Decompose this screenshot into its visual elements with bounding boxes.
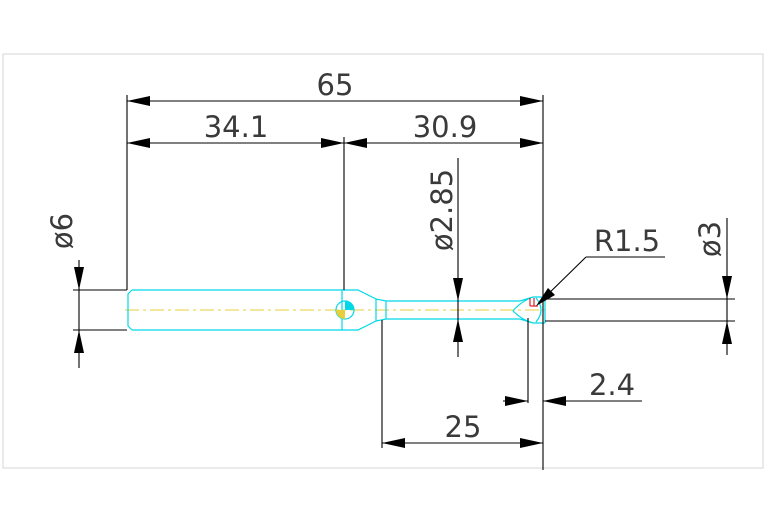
- shank-diameter-text: ø6: [45, 213, 79, 249]
- shank-outline: [127, 289, 343, 331]
- dimension-reach-length: 25: [382, 410, 543, 448]
- neck-diameter-text: ø2.85: [425, 169, 459, 251]
- extension-lines: [73, 95, 735, 470]
- neck-outline: [375, 298, 520, 322]
- overall-length-text: 65: [317, 68, 354, 102]
- neck-length-text: 30.9: [413, 110, 478, 144]
- dimension-overall-length: 65: [127, 68, 543, 106]
- tip-radius-text: R1.5: [594, 224, 660, 258]
- shank-length-text: 34.1: [204, 110, 269, 144]
- center-mark-fill-cyan: [345, 301, 354, 310]
- dimension-neck-diameter: ø2.85: [425, 158, 463, 357]
- dimension-tip-radius: R1.5: [536, 224, 665, 306]
- tip-diameter-text: ø3: [693, 221, 727, 257]
- tip-length-text: 2.4: [589, 368, 635, 402]
- reach-length-text: 25: [445, 410, 482, 444]
- end-mill-part: [125, 289, 546, 331]
- dimension-tip-diameter: ø3: [693, 218, 732, 355]
- dimension-shank-diameter: ø6: [45, 213, 84, 368]
- radius-mark: [529, 298, 538, 307]
- dimension-neck-length: 30.9: [344, 110, 543, 148]
- dimension-shank-length: 34.1: [127, 110, 344, 148]
- center-mark-fill-yellow: [336, 310, 345, 319]
- drawing-frame: [2, 53, 764, 469]
- tip-outline: [512, 296, 546, 324]
- dimension-tip-length: 2.4: [503, 368, 642, 406]
- shank-neck-transition: [342, 289, 377, 331]
